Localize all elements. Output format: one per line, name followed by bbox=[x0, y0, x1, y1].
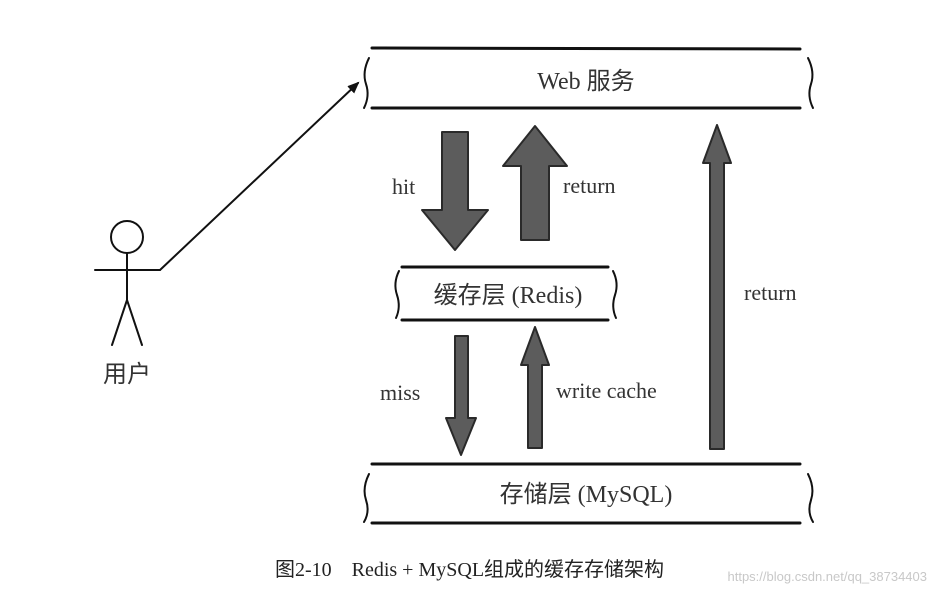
cache-box-left-brace bbox=[394, 270, 400, 319]
cache-box-right-brace bbox=[612, 270, 618, 319]
user-request-arrow bbox=[159, 81, 360, 271]
return-cache-label: return bbox=[563, 173, 616, 198]
user-left-leg bbox=[111, 299, 128, 346]
return-storage-arrow bbox=[702, 124, 732, 450]
user-right-leg bbox=[126, 299, 143, 346]
user-head-icon bbox=[110, 220, 144, 254]
hit-edge: hit bbox=[392, 131, 489, 251]
figure-caption: 图2-10 Redis + MySQL组成的缓存存储架构 bbox=[274, 559, 665, 581]
web-box-left-brace bbox=[363, 57, 370, 109]
web-service-label: Web 服务 bbox=[537, 68, 634, 95]
miss-edge: miss bbox=[380, 335, 477, 456]
write-cache-edge: write cache bbox=[520, 326, 657, 449]
web-service-node: Web 服务 bbox=[363, 46, 814, 110]
return-cache-arrow bbox=[502, 125, 568, 241]
storage-box-left-brace bbox=[363, 473, 370, 523]
return-storage-edge: return bbox=[702, 124, 797, 450]
return-cache-edge: return bbox=[502, 125, 616, 241]
write-cache-label: write cache bbox=[556, 378, 657, 403]
hit-arrow bbox=[421, 131, 489, 251]
return-storage-label: return bbox=[744, 280, 797, 305]
web-box-right-brace bbox=[807, 57, 814, 109]
user-label: 用户 bbox=[103, 361, 151, 388]
write-cache-arrow bbox=[520, 326, 550, 449]
storage-box-right-brace bbox=[807, 473, 814, 523]
miss-arrow bbox=[445, 335, 477, 456]
cache-layer-node: 缓存层 (Redis) bbox=[394, 265, 618, 322]
storage-layer-node: 存储层 (MySQL) bbox=[363, 462, 814, 525]
user-node: 用户 bbox=[94, 220, 161, 388]
web-box-top-line bbox=[370, 46, 802, 51]
hit-label: hit bbox=[392, 174, 415, 199]
miss-label: miss bbox=[380, 380, 420, 405]
storage-layer-label: 存储层 (MySQL) bbox=[500, 481, 673, 508]
cache-layer-label: 缓存层 (Redis) bbox=[434, 282, 583, 309]
watermark-text: https://blog.csdn.net/qq_38734403 bbox=[727, 569, 928, 584]
